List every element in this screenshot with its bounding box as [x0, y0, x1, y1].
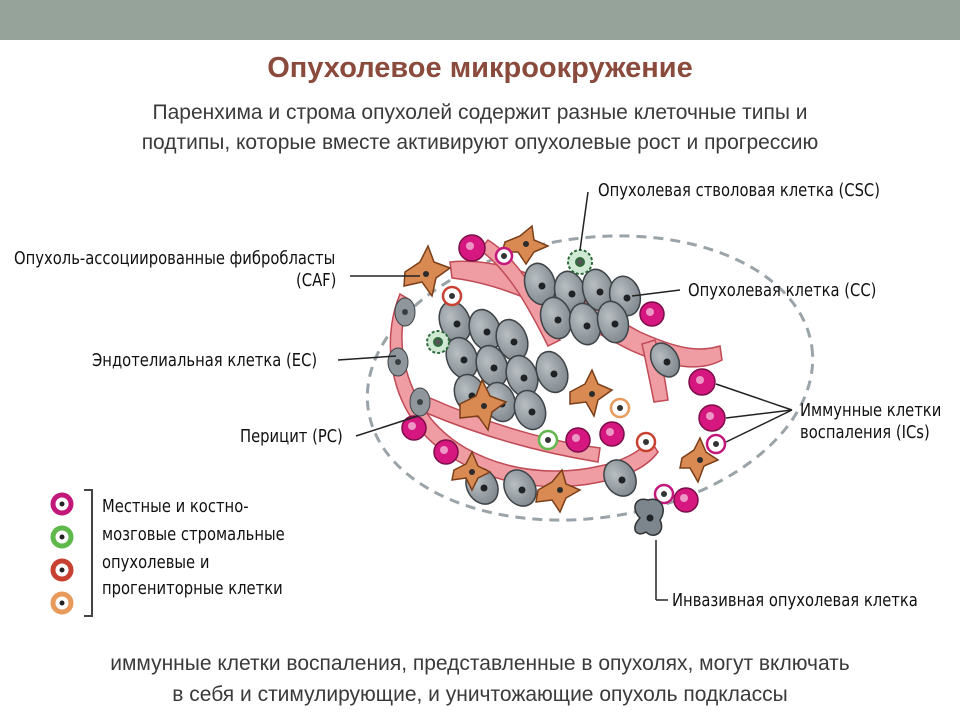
label-csc: Опухолевая стволовая клетка (CSC) [598, 180, 881, 201]
leader-line-ec [337, 355, 397, 361]
leader-lines [337, 191, 793, 601]
invasive-tumor-cell [634, 498, 664, 536]
footer-line-1: иммунные клетки воспаления, представленн… [110, 652, 850, 675]
leader-line-pc [355, 415, 419, 437]
vessel-branch [478, 239, 562, 348]
label-caf-line-1: Опухоль-ассоциированные фибробласты [14, 248, 336, 269]
slide-title: Опухолевое микроокружение [267, 52, 693, 84]
immune-cell-nuclei [408, 242, 714, 502]
label-ec: Эндотелиальная клетка (EC) [92, 350, 318, 371]
slide-subtitle: Паренхима и строма опухолей содержит раз… [30, 98, 930, 158]
legend-line-1: Местные и костно- [102, 496, 249, 517]
label-pc: Перицит (PC) [240, 426, 343, 447]
endothelial-cells [387, 297, 431, 417]
leader-line-cc [631, 289, 681, 297]
fibroblast-nuclei [423, 241, 703, 493]
leader-line-ics-3 [725, 409, 793, 443]
label-ics-line-1: Иммунные клетки [800, 400, 942, 421]
subtitle-line-2: подтипы, которые вместе активируют опухо… [141, 131, 819, 154]
legend-line-3: опухолевые и [102, 552, 210, 573]
legend-line-4: прогениторные клетки [102, 578, 283, 599]
label-cc: Опухолевая клетка (CC) [688, 280, 877, 301]
top-bar [0, 0, 960, 40]
leader-line-ics-2 [725, 409, 793, 419]
stem-cells [426, 249, 593, 354]
label-caf-line-2: (CAF) [296, 270, 337, 291]
slide-footer: иммунные клетки воспаления, представленн… [20, 648, 940, 710]
fibroblast-cell [403, 244, 452, 298]
label-invasive: Инвазивная опухолевая клетка [672, 590, 918, 611]
legend [50, 489, 93, 617]
leader-line-csc [579, 191, 589, 251]
label-ics-line-2: воспаления (ICs) [800, 422, 930, 443]
legend-bracket [84, 489, 93, 617]
footer-line-2: в себя и стимулирующие, и уничтожающие о… [172, 683, 788, 706]
stromal-progenitor-nuclei [449, 253, 719, 497]
leader-line-ics-1 [715, 383, 793, 411]
legend-line-2: мозговые стромальные [102, 524, 285, 545]
subtitle-line-1: Паренхима и строма опухолей содержит раз… [152, 101, 808, 124]
